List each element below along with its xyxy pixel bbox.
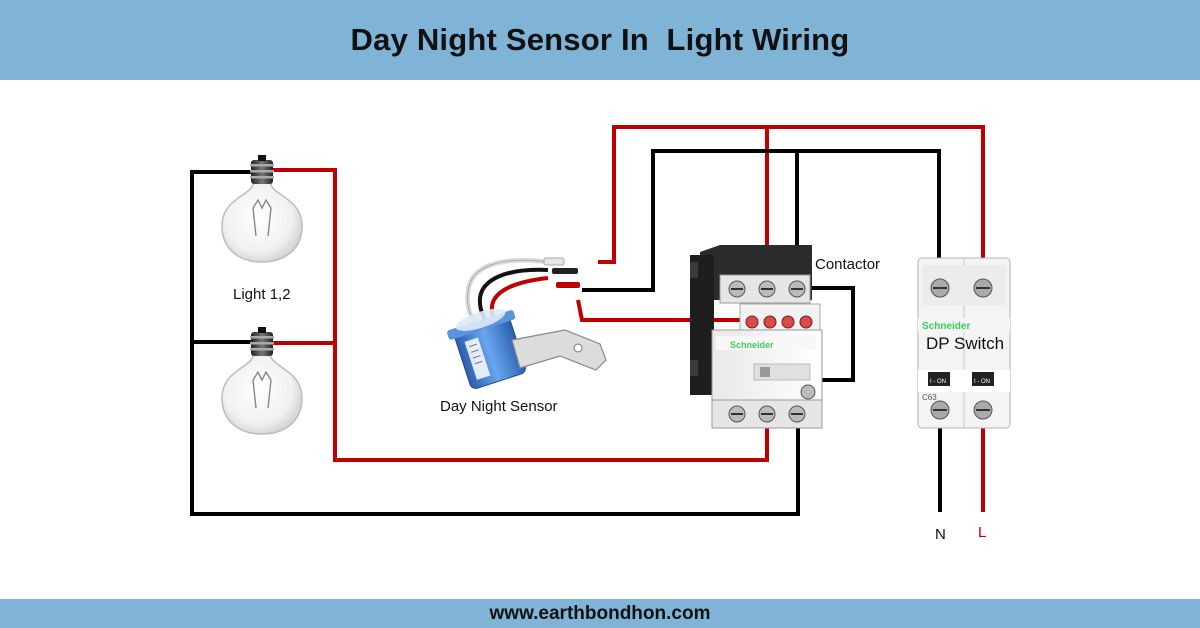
contactor-label: Contactor bbox=[815, 256, 880, 273]
dp-switch-rating: C63 bbox=[922, 393, 937, 402]
wires bbox=[190, 125, 985, 516]
lights-label: Light 1,2 bbox=[233, 286, 291, 303]
footer-url[interactable]: www.earthbondhon.com bbox=[489, 602, 711, 624]
dp-switch-brand: Schneider bbox=[922, 321, 970, 332]
dp-switch-label: DP Switch bbox=[926, 334, 1004, 353]
contactor-icon: Schneider bbox=[690, 245, 823, 429]
light-bulb-icon bbox=[221, 155, 303, 263]
neutral-label: N bbox=[935, 526, 946, 543]
day-night-sensor-icon bbox=[447, 257, 607, 389]
live-label: L bbox=[978, 524, 986, 541]
live-wire-bulbs bbox=[272, 168, 769, 462]
title-banner: Day Night Sensor In Light Wiring bbox=[0, 0, 1200, 80]
light-bulb-icon bbox=[221, 327, 303, 435]
live-wire-top bbox=[598, 125, 985, 285]
sensor-label: Day Night Sensor bbox=[440, 398, 558, 415]
contactor-brand: Schneider bbox=[730, 340, 774, 350]
dp-switch-on-left: I - ON bbox=[930, 379, 946, 385]
footer-banner: www.earthbondhon.com bbox=[0, 599, 1200, 628]
neutral-wire-top bbox=[582, 149, 941, 292]
dp-switch-on-right: I - ON bbox=[974, 379, 990, 385]
neutral-wire-bulbs bbox=[190, 170, 800, 516]
page-title: Day Night Sensor In Light Wiring bbox=[350, 22, 850, 57]
dp-switch-icon: Schneider I - ON I - ON C63 bbox=[917, 257, 1011, 429]
